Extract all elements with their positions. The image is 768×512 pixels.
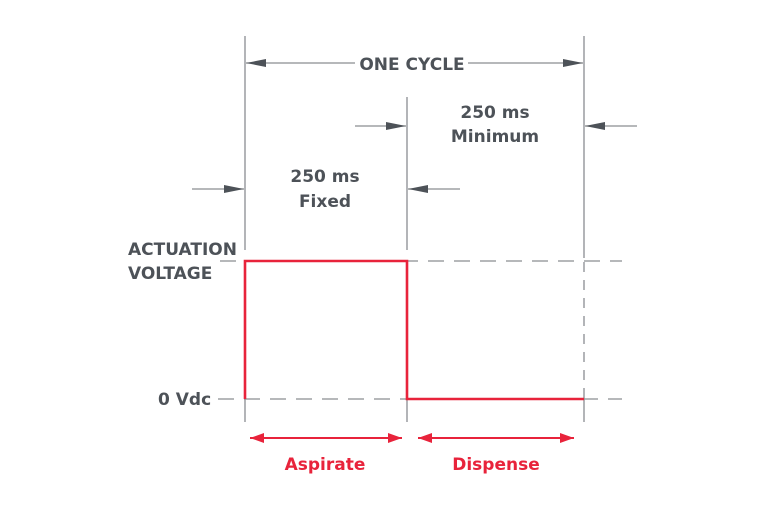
aspirate-time-value: 250 ms [290, 167, 359, 187]
dispense-time-note: Minimum [451, 127, 539, 147]
dispense-time-value: 250 ms [460, 103, 529, 123]
dispense-label: Dispense [452, 455, 540, 475]
aspirate-label: Aspirate [285, 455, 366, 475]
actuation-voltage-label-line1: ACTUATION [128, 240, 237, 260]
one-cycle-label: ONE CYCLE [359, 55, 464, 75]
actuation-voltage-label-line2: VOLTAGE [128, 264, 212, 284]
zero-vdc-label: 0 Vdc [158, 390, 211, 410]
aspirate-time-note: Fixed [299, 192, 351, 212]
signal-waveform [243, 259, 584, 401]
